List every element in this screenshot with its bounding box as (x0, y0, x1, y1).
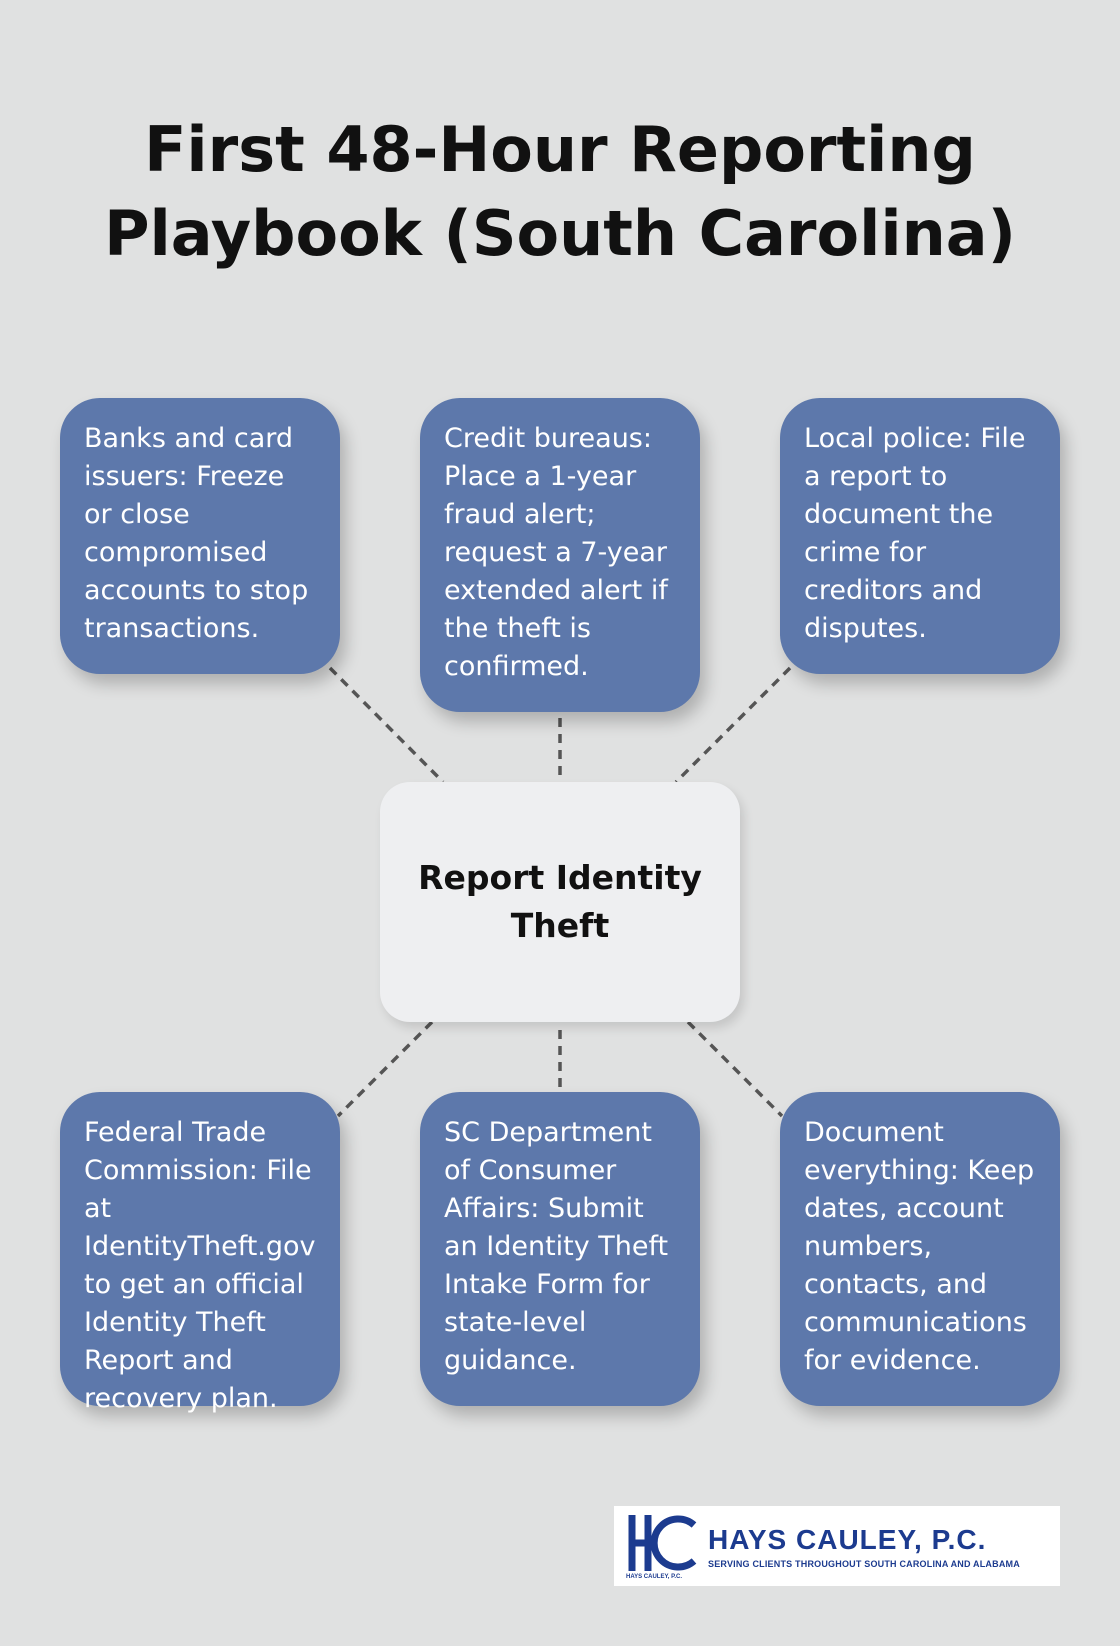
connector-bottom-left (336, 1020, 434, 1118)
card-sc-consumer-affairs: SC Department of Consumer Affairs: Submi… (420, 1092, 700, 1406)
center-label: Report Identity Theft (418, 858, 702, 945)
logo-small-text: HAYS CAULEY, P.C. (626, 1574, 683, 1580)
logo-name: HAYS CAULEY, P.C. (708, 1524, 987, 1555)
company-logo: HAYS CAULEY, P.C. SERVING CLIENTS THROUG… (614, 1506, 1060, 1586)
card-ftc: Federal Trade Commission: File at Identi… (60, 1092, 340, 1414)
logo-tagline: SERVING CLIENTS THROUGHOUT SOUTH CAROLIN… (708, 1559, 1020, 1569)
center-node: Report Identity Theft (380, 782, 740, 1022)
card-credit-bureaus: Credit bureaus: Place a 1-year fraud ale… (420, 398, 700, 712)
connector-bottom-right (686, 1020, 784, 1118)
page-title: First 48-Hour Reporting Playbook (South … (104, 113, 1016, 270)
card-local-police: Local police: File a report to document … (780, 398, 1060, 674)
connector-top-right (674, 666, 792, 784)
card-banks: Banks and card issuers: Freeze or close … (60, 398, 340, 674)
connector-top-left (328, 666, 445, 784)
hc-monogram-icon (628, 1515, 697, 1571)
card-document-everything: Document everything: Keep dates, account… (780, 1092, 1060, 1406)
